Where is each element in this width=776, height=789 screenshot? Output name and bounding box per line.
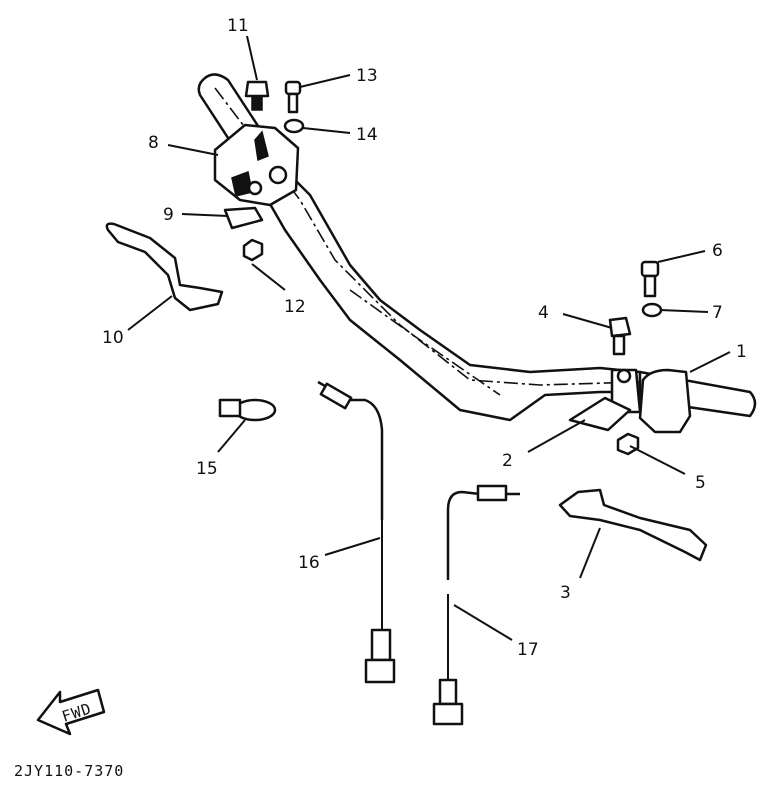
washer-14 xyxy=(283,118,305,134)
screw-6 xyxy=(640,260,660,298)
reference-code: 2JY110-7370 xyxy=(14,762,124,780)
callout-16: 16 xyxy=(298,553,320,573)
clamp-15 xyxy=(218,398,277,422)
callout-1: 1 xyxy=(736,342,747,362)
washer-7 xyxy=(641,302,663,318)
callout-15: 15 xyxy=(196,459,218,479)
left-lever-holder xyxy=(213,123,300,230)
callout-9: 9 xyxy=(163,205,174,225)
callout-14: 14 xyxy=(356,125,378,145)
bolt-4 xyxy=(608,316,632,356)
cable-17 xyxy=(432,484,520,726)
callout-10: 10 xyxy=(102,328,124,348)
left-lever-10 xyxy=(105,222,224,312)
handlebar xyxy=(197,73,757,422)
callout-2: 2 xyxy=(502,451,513,471)
cable-16 xyxy=(317,380,396,684)
callout-3: 3 xyxy=(560,583,571,603)
callout-11: 11 xyxy=(227,16,249,36)
callout-5: 5 xyxy=(695,473,706,493)
callout-17: 17 xyxy=(517,640,539,660)
nut-5 xyxy=(616,432,640,456)
callout-12: 12 xyxy=(284,297,306,317)
leader-lines xyxy=(127,35,731,641)
bolt-11 xyxy=(244,80,270,111)
callout-6: 6 xyxy=(712,241,723,261)
right-lever-3 xyxy=(558,488,708,562)
callout-8: 8 xyxy=(148,133,159,153)
fwd-arrow: FWD xyxy=(36,688,106,736)
callout-4: 4 xyxy=(538,303,549,323)
right-lever-holder xyxy=(568,368,692,434)
callout-7: 7 xyxy=(712,303,723,323)
screw-13 xyxy=(284,80,302,114)
callout-13: 13 xyxy=(356,66,378,86)
nut-12 xyxy=(242,238,264,262)
